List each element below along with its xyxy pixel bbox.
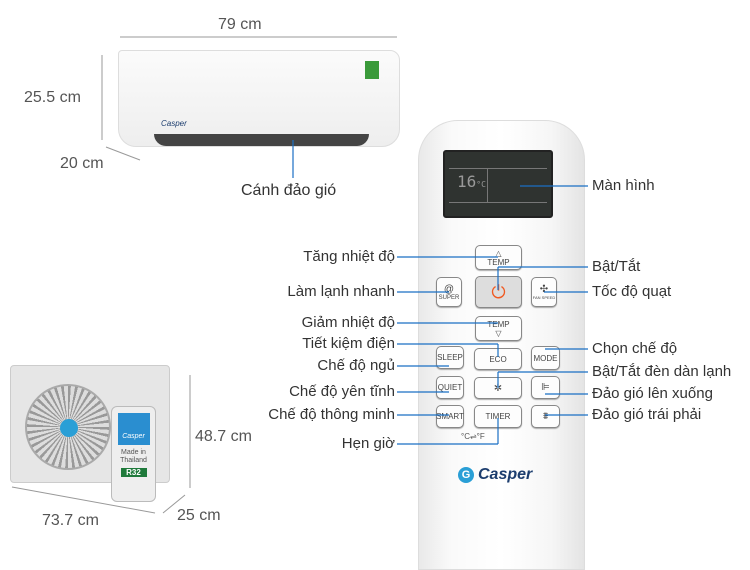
mode-button[interactable]: MODE [531,346,560,370]
louver-label: Cánh đảo gió [241,182,337,199]
label-smart: Chế độ thông minh [268,406,395,423]
horizontal-swing-button[interactable]: ⩩ [531,405,560,428]
label-super: Làm lạnh nhanh [287,283,395,300]
vertical-swing-button[interactable]: ⊫ [531,376,560,399]
temp-down-label: TEMP [487,319,510,329]
fan-icon: ✣ [539,284,549,295]
label-sleep: Chế độ ngủ [317,357,395,374]
triangle-up-icon: △ [495,248,502,258]
indoor-depth: 20 cm [60,155,104,172]
smart-button[interactable]: SMART [436,405,464,428]
dimension-arrows [11,36,397,514]
indoor-brand: Casper [161,119,187,128]
energy-label [365,61,379,79]
label-temp-down: Giảm nhiệt độ [301,314,395,331]
super-label: SUPER [438,294,460,301]
fan-speed-label: FAN SPEED [532,295,556,300]
temp-down-button[interactable]: TEMP▽ [475,316,522,341]
outdoor-width: 73.7 cm [42,512,99,529]
made-in-label: Made in Thailand [120,449,147,464]
callout-lines [11,36,588,514]
horizontal-swing-icon: ⩩ [542,411,549,422]
label-power: Bật/Tắt [592,258,641,275]
label-temp-up: Tăng nhiệt độ [303,248,395,265]
triangle-down-icon: ▽ [495,328,502,338]
power-icon: ⏻ [491,281,506,302]
temp-up-label: TEMP [487,257,510,267]
label-display-light: Bật/Tắt đèn dàn lạnh [592,363,732,380]
sleep-button[interactable]: SLEEP [436,346,464,369]
louver [154,134,369,146]
indoor-height: 25.5 cm [24,89,81,106]
indoor-unit-image: Casper [118,50,400,147]
outdoor-label-panel: Casper Made in Thailand R32 [111,406,156,502]
outdoor-unit-image: Casper Made in Thailand R32 [10,365,170,502]
casper-logo-icon: G [458,467,474,483]
swirl-icon: @ [443,283,455,295]
quiet-button[interactable]: QUIET [436,376,464,399]
vertical-swing-icon: ⊫ [541,382,550,393]
display-unit: °C [476,180,486,189]
remote-display: 16°C [443,150,553,218]
label-mode: Chọn chế độ [592,340,678,357]
indoor-width: 79 cm [218,16,262,33]
remote-brand: Casper [478,466,533,483]
label-fan-speed: Tốc độ quạt [592,283,672,300]
label-quiet: Chế độ yên tĩnh [289,383,395,400]
outdoor-brand: Casper [117,413,150,445]
outdoor-depth: 25 cm [177,507,221,524]
label-timer: Hẹn giờ [341,435,395,452]
blue-callouts [292,140,588,445]
label-display: Màn hình [592,177,655,194]
label-vertical-swing: Đảo gió lên xuống [592,385,713,402]
fan-icon [25,384,111,470]
refrigerant-badge: R32 [120,468,147,477]
label-horizontal-swing: Đảo gió trái phải [592,406,702,423]
display-temp: 16 [457,172,477,191]
unit-toggle-label: °C⇌°F [461,432,485,441]
outdoor-height: 48.7 cm [195,428,252,445]
label-eco: Tiết kiệm điện [302,335,395,352]
